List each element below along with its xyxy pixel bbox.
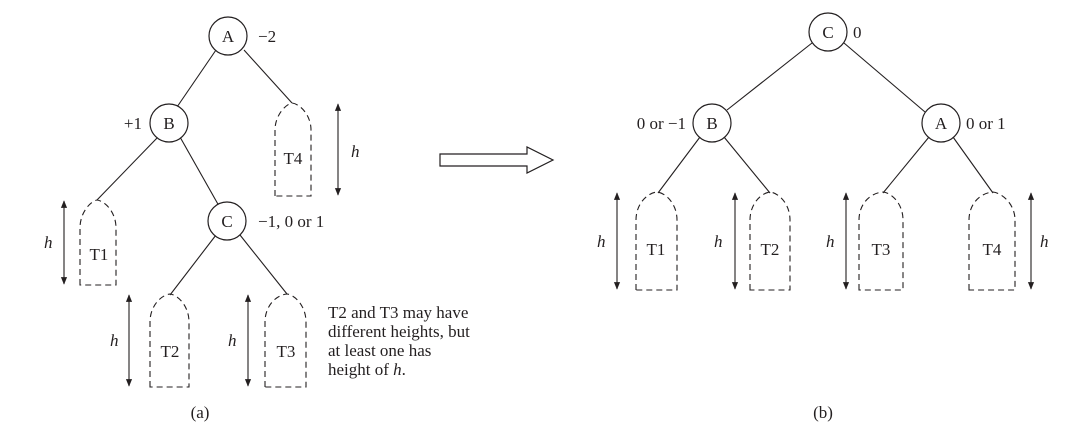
- node-b-balance: +1: [124, 114, 142, 133]
- transform-arrow-icon: [439, 146, 555, 174]
- note-line-4-suffix: .: [402, 360, 406, 379]
- height-label-t3: h: [228, 331, 237, 350]
- node-a-balance: 0 or 1: [966, 114, 1006, 133]
- edge-c-to-t3: [239, 234, 288, 295]
- subtree-t1: [79, 199, 117, 286]
- panel-a: A −2 B +1 C −1, 0 or 1 T4 h T1 h T2 h T3…: [44, 16, 470, 422]
- node-c: [808, 12, 848, 52]
- edge-b-to-c: [179, 136, 220, 207]
- node-b: [149, 103, 189, 143]
- node-c-label: C: [221, 212, 232, 231]
- edge-a-to-b: [176, 49, 217, 108]
- node-b-balance: 0 or −1: [637, 114, 686, 133]
- node-b-label: B: [706, 114, 717, 133]
- edge-c-to-t2: [169, 234, 217, 296]
- node-c-label: C: [822, 23, 833, 42]
- subtree-t2-label: T2: [161, 342, 180, 361]
- node-a-label: A: [935, 114, 948, 133]
- note-line-3: at least one has: [328, 341, 431, 360]
- height-label-t4: h: [1040, 232, 1049, 251]
- caption-a: (a): [191, 403, 210, 422]
- height-label-t1: h: [597, 232, 606, 251]
- subtree-t4-label: T4: [284, 149, 303, 168]
- height-label-t3: h: [826, 232, 835, 251]
- subtree-t4-label: T4: [983, 240, 1002, 259]
- subtree-t1-label: T1: [647, 240, 666, 259]
- height-label-t2: h: [110, 331, 119, 350]
- node-c-balance: 0: [853, 23, 862, 42]
- edge-b-to-t2: [723, 136, 771, 194]
- height-note: T2 and T3 may have different heights, bu…: [328, 303, 470, 379]
- node-b-label: B: [163, 114, 174, 133]
- note-line-2: different heights, but: [328, 322, 470, 341]
- subtree-t1: [635, 191, 678, 291]
- note-line-4-var: h: [393, 360, 402, 379]
- subtree-t3-label: T3: [277, 342, 296, 361]
- subtree-t2-label: T2: [761, 240, 780, 259]
- node-a-balance: −2: [258, 27, 276, 46]
- subtree-t2: [149, 293, 190, 388]
- note-line-4-prefix: height of: [328, 360, 393, 379]
- node-b: [692, 103, 732, 143]
- panel-b: C 0 B 0 or −1 A 0 or 1 T1 h T2 h T3 h T4…: [597, 12, 1049, 422]
- subtree-t3: [264, 293, 307, 388]
- caption-b: (b): [813, 403, 833, 422]
- edge-b-to-t1: [96, 136, 159, 201]
- subtree-t4: [968, 191, 1016, 291]
- subtree-t1-label: T1: [90, 245, 109, 264]
- height-label-t1: h: [44, 233, 53, 252]
- subtree-t3: [858, 191, 904, 291]
- note-line-4: height of h.: [328, 360, 406, 379]
- height-label-t4: h: [351, 142, 360, 161]
- height-label-t2: h: [714, 232, 723, 251]
- subtree-t4: [274, 102, 312, 197]
- subtree-t3-label: T3: [872, 240, 891, 259]
- edge-a-to-t4: [952, 136, 994, 194]
- edge-c-to-b: [726, 42, 813, 111]
- edge-b-to-t1: [657, 136, 701, 194]
- edge-c-to-a: [843, 42, 926, 113]
- note-line-1: T2 and T3 may have: [328, 303, 468, 322]
- node-a: [208, 16, 248, 56]
- node-c: [207, 201, 247, 241]
- node-c-balance: −1, 0 or 1: [258, 212, 324, 231]
- node-a: [921, 103, 961, 143]
- node-a-label: A: [222, 27, 235, 46]
- edge-a-to-t3: [882, 136, 930, 194]
- subtree-t2: [749, 191, 791, 291]
- edge-a-to-t4: [243, 49, 293, 104]
